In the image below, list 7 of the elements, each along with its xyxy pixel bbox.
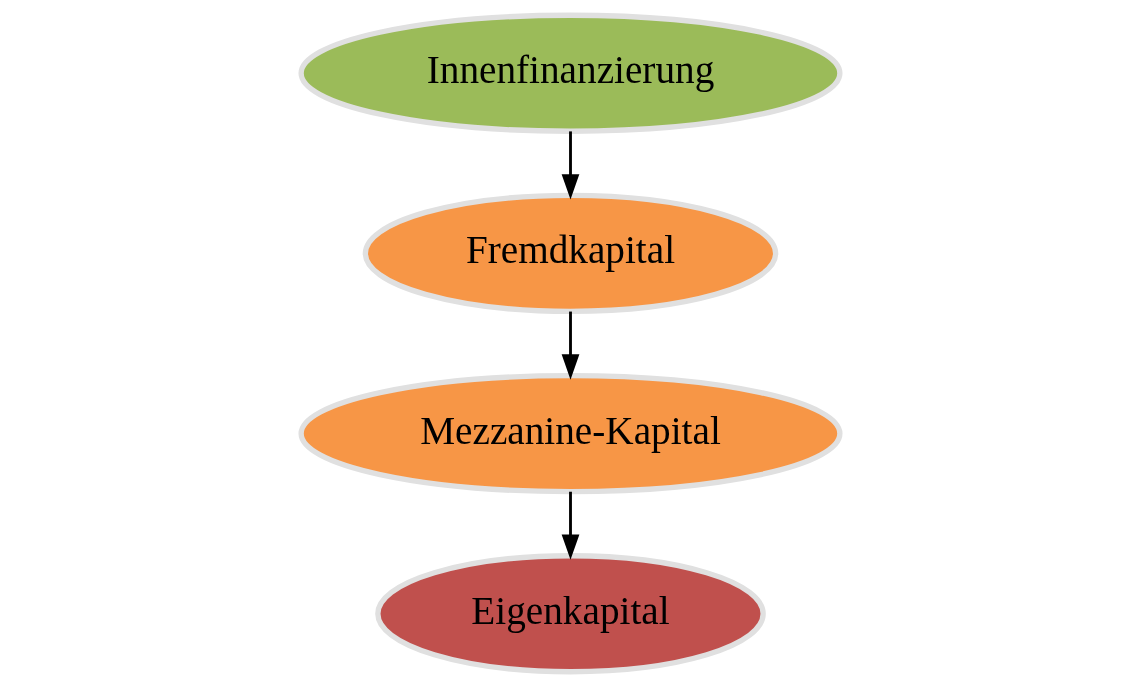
node-ellipse: Eigenkapital (375, 553, 766, 675)
node-ellipse: Mezzanine-Kapital (298, 372, 843, 495)
node-ellipse: Innenfinanzierung (298, 12, 843, 134)
arrow (561, 131, 580, 200)
arrow (561, 311, 580, 380)
arrow (561, 491, 580, 560)
node-ellipse: Fremdkapital (362, 192, 779, 315)
